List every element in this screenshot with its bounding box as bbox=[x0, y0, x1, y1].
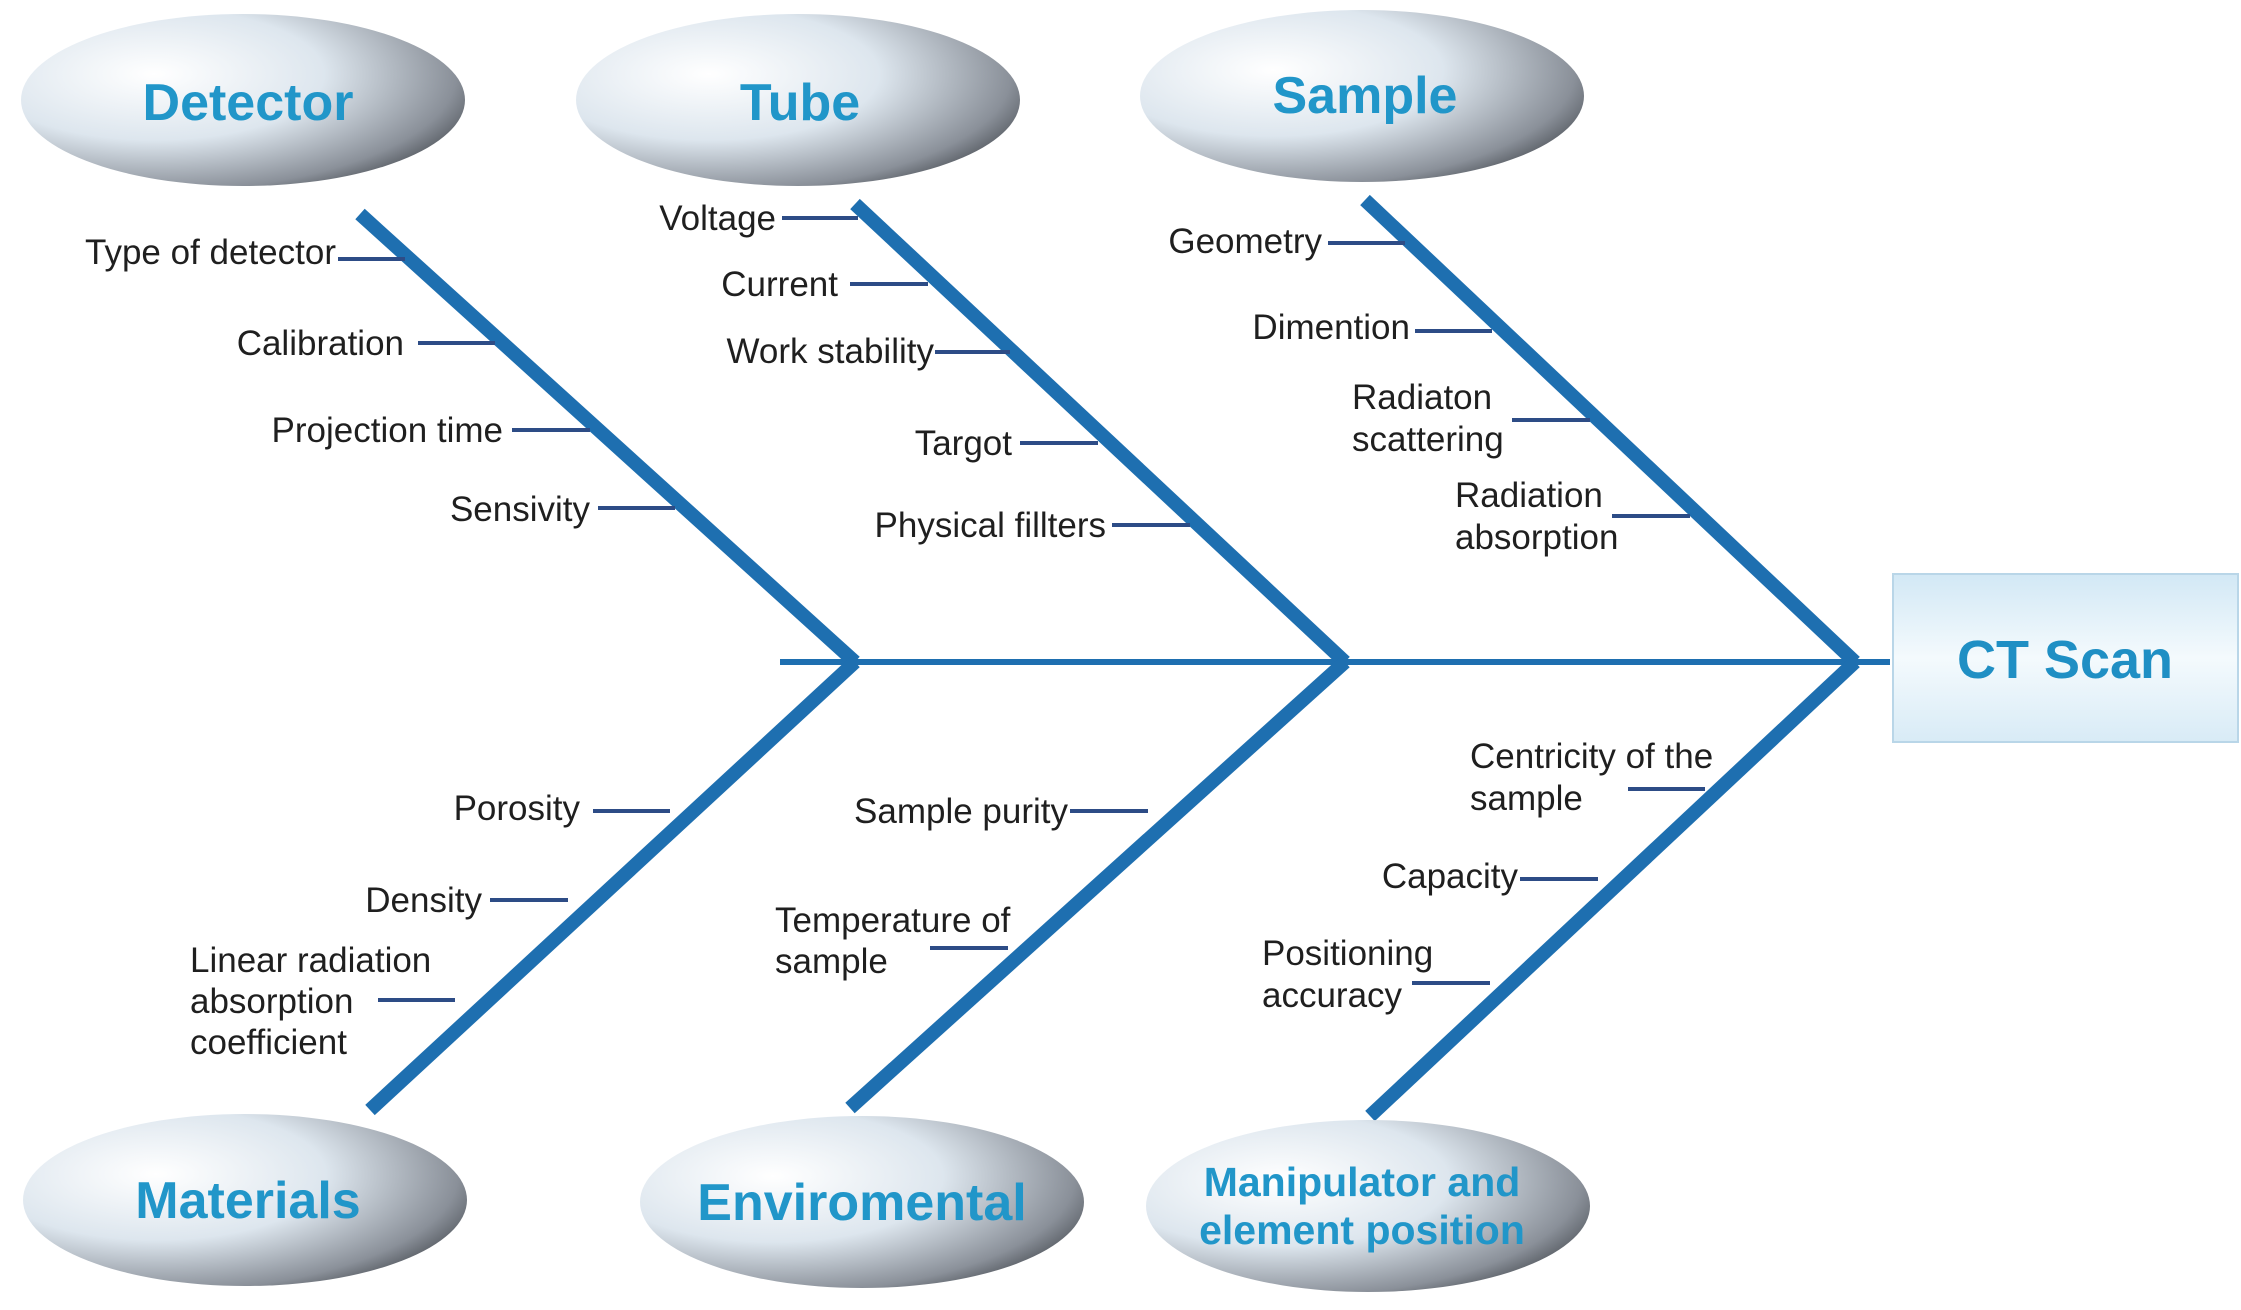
cause-label: Radiaton bbox=[1352, 378, 1492, 417]
cause-label: Dimention bbox=[1252, 308, 1410, 347]
category-label: Materials bbox=[135, 1172, 360, 1230]
category-manipulator: Manipulator and element position bbox=[1146, 1120, 1590, 1292]
cause-label: Centricity of the bbox=[1470, 737, 1713, 776]
cause-label: Physical fillters bbox=[875, 506, 1106, 545]
category-materials: Materials bbox=[23, 1114, 467, 1286]
cause-label: sample bbox=[775, 942, 888, 981]
bone-manipulator bbox=[1365, 656, 1860, 1122]
category-detector: Detector bbox=[21, 14, 465, 186]
cause-label: Radiation bbox=[1455, 476, 1603, 515]
cause-label: coefficient bbox=[190, 1023, 347, 1062]
cause-label: Linear radiation bbox=[190, 941, 431, 980]
causes-detector: Type of detector Calibration Projection … bbox=[85, 233, 590, 529]
causes-manipulator: Centricity of the sample Capacity Positi… bbox=[1262, 737, 1713, 1015]
effect-label: CT Scan bbox=[1957, 630, 2173, 690]
main-bones bbox=[355, 194, 1860, 1122]
cause-label: Porosity bbox=[454, 789, 581, 828]
cause-label: Current bbox=[721, 265, 838, 304]
category-label: Tube bbox=[740, 74, 860, 132]
category-sample: Sample bbox=[1140, 10, 1584, 182]
causes-tube: Voltage Current Work stability Targot Ph… bbox=[659, 199, 1106, 545]
bone-detector bbox=[355, 208, 860, 668]
causes-materials: Porosity Density Linear radiation absorp… bbox=[190, 789, 580, 1062]
causes-sample: Geometry Dimention Radiaton scattering R… bbox=[1168, 222, 1618, 557]
cause-label: sample bbox=[1470, 779, 1583, 818]
cause-label: Capacity bbox=[1382, 857, 1519, 896]
category-enviromental: Enviromental bbox=[640, 1116, 1084, 1288]
cause-label: Calibration bbox=[237, 324, 404, 363]
cause-label: Voltage bbox=[659, 199, 776, 238]
category-tube: Tube bbox=[576, 14, 1020, 186]
bone-materials bbox=[365, 656, 860, 1116]
category-label: Enviromental bbox=[697, 1174, 1026, 1232]
cause-label: Projection time bbox=[272, 411, 503, 450]
category-label: Sample bbox=[1273, 67, 1458, 125]
cause-ticks bbox=[338, 216, 1705, 1002]
cause-label: Type of detector bbox=[85, 233, 336, 272]
cause-label: Temperature of bbox=[775, 901, 1011, 940]
category-label-line2: element position bbox=[1199, 1207, 1525, 1253]
bone-sample bbox=[1360, 194, 1860, 668]
bone-enviromental bbox=[845, 656, 1350, 1114]
category-label: Detector bbox=[143, 74, 354, 132]
cause-label: absorption bbox=[190, 982, 353, 1021]
cause-label: Positioning bbox=[1262, 934, 1433, 973]
cause-label: absorption bbox=[1455, 518, 1618, 557]
causes-enviromental: Sample purity Temperature of sample bbox=[775, 792, 1068, 981]
cause-label: Geometry bbox=[1168, 222, 1322, 261]
cause-label: Sensivity bbox=[450, 490, 591, 529]
cause-label: accuracy bbox=[1262, 976, 1403, 1015]
cause-label: Targot bbox=[915, 424, 1013, 463]
cause-label: Sample purity bbox=[854, 792, 1068, 831]
bone-tube bbox=[850, 198, 1350, 668]
cause-label: Work stability bbox=[727, 332, 935, 371]
category-label-line1: Manipulator and bbox=[1204, 1159, 1521, 1205]
cause-label: scattering bbox=[1352, 420, 1504, 459]
cause-label: Density bbox=[365, 881, 482, 920]
effect-box: CT Scan bbox=[1892, 573, 2239, 743]
